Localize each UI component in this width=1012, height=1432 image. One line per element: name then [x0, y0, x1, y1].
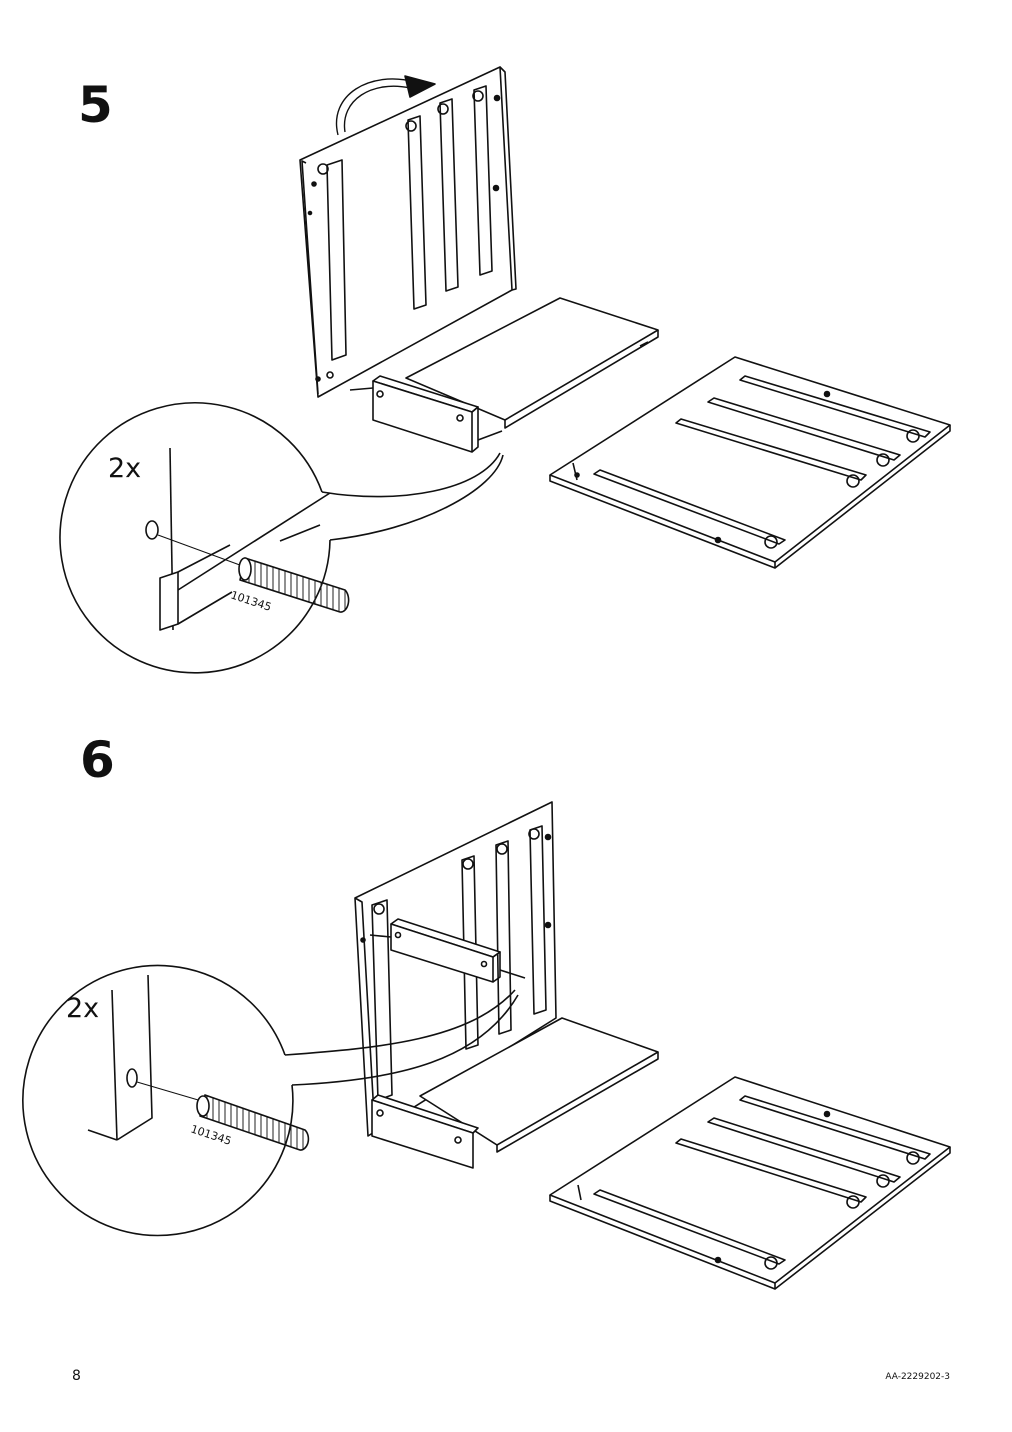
- side-panel-upright: [299, 66, 517, 398]
- top-panel-flat: [549, 1076, 951, 1290]
- front-rail-lower: [371, 1094, 479, 1169]
- front-rail: [349, 375, 503, 453]
- step-6-quantity: 2x: [66, 993, 100, 1024]
- step-5-number: 5: [78, 76, 113, 134]
- step-6-illustration: 101345: [22, 801, 951, 1290]
- top-panel-flat: [549, 356, 951, 569]
- step-6-number: 6: [80, 731, 115, 789]
- rotate-arrow-icon: [335, 75, 436, 136]
- step-5-detail-callout: [59, 402, 504, 674]
- back-rail-upper: [369, 918, 526, 983]
- step-5-part-number: 101345: [229, 588, 273, 613]
- step-6-part-number: 101345: [189, 1122, 233, 1147]
- step-5-quantity: 2x: [108, 453, 142, 484]
- step-5-illustration: 101345: [59, 66, 951, 674]
- page-number: 8: [72, 1368, 81, 1384]
- step-6-detail-callout: [22, 964, 519, 1237]
- document-code: AA-2229202-3: [885, 1372, 950, 1382]
